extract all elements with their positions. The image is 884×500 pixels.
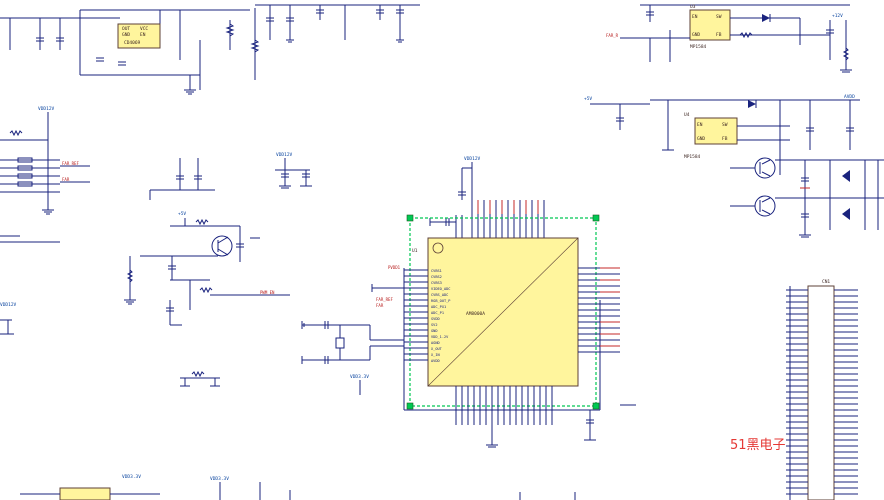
- mcu-pin-l13: X_OUT: [431, 347, 443, 351]
- power-label-5: VDD3.3V: [210, 476, 229, 482]
- power-label-6: VDD12V: [0, 302, 17, 308]
- power-label-8: +5V: [584, 96, 592, 102]
- net-label-6: FAR_R: [606, 33, 619, 38]
- crystal-y1: [301, 321, 404, 364]
- net-label-3: FAR_REF: [376, 297, 393, 302]
- section-transistor: +5V PWM_EN: [124, 158, 290, 326]
- section-top-right: EN SW GND FB MP1584 U3 +12V FAR_R: [606, 4, 852, 73]
- ic-mid-right-pin0: EN: [697, 122, 703, 128]
- power-label-10: AVDD: [844, 94, 855, 100]
- net-label-1: FAR: [62, 177, 70, 182]
- mcu-pin-l10: GND: [431, 329, 438, 333]
- mcu-pin-l9: SV2: [431, 323, 438, 327]
- section-mosfets: [730, 157, 884, 238]
- ic-mid-right: [694, 117, 738, 145]
- mcu-pin-l8: SVDD: [431, 317, 440, 321]
- ic-mid-right-pin1: SW: [722, 122, 728, 128]
- ic-top-right-pin3: GND: [692, 32, 700, 38]
- mcu-pin-l6: ADC_PX1: [431, 305, 446, 309]
- power-label-7: +5V: [178, 211, 186, 217]
- selection-handle-tl[interactable]: [406, 214, 414, 222]
- ic-mid-right-pin3: GND: [697, 136, 705, 142]
- mcu-left-pins: CVBS1 CVBS2 CVBS3 VIDEO_ADC CVBS_ADC RGB…: [431, 269, 450, 363]
- mosfet-q2: [754, 157, 776, 179]
- mcu-pin-l15: AVDD: [431, 359, 440, 363]
- mcu-pin-l11: VDD_1.2V: [431, 335, 449, 339]
- power-label-4: VDD3.3V: [122, 474, 141, 480]
- net-label-4: FAR: [376, 303, 384, 308]
- connector-ref: CN1: [822, 279, 830, 285]
- ic-mid-right-ref: U4: [684, 112, 690, 118]
- section-bottom-left: VDD3.3V VDD3.3V: [20, 370, 291, 500]
- ic-top-right: [689, 9, 731, 41]
- section-top-left: OUT GND VCC EN CD4069: [0, 4, 420, 95]
- ic-mid-right-pin2: FB: [722, 136, 728, 142]
- section-mid-right: +5V EN SW GND FB MP1584 U4 AVDD: [584, 94, 860, 175]
- mcu-block: VDD12V AM8000A: [301, 156, 636, 500]
- transistor-q1: [211, 235, 233, 257]
- ic-top-left: [117, 23, 161, 49]
- ic-top-right-pin0: EN: [692, 14, 698, 20]
- mcu-pin-l5: RGB_OUT_P: [431, 299, 450, 303]
- mcu-pin-l3: VIDEO_ADC: [431, 287, 450, 291]
- power-label-3: VDD3.3V: [350, 374, 369, 380]
- ic-mid-right-part: MP1584: [684, 154, 701, 160]
- power-label-1: VDD12V: [276, 152, 293, 158]
- ic-top-right-pin2: FB: [716, 32, 722, 38]
- selection-handle-br[interactable]: [592, 402, 600, 410]
- mcu-pin-l12: AGND: [431, 341, 440, 345]
- ic-top-left-pin3: EN: [140, 32, 146, 38]
- mcu-pin-l7: ADC_P1: [431, 311, 444, 315]
- net-label-2: PVDD1: [388, 265, 401, 270]
- mcu-ref: U1: [412, 248, 418, 254]
- connector-cn1: CN1: [786, 279, 858, 500]
- ic-top-left-part: CD4069: [124, 40, 141, 46]
- watermark: 51黑电子: [730, 438, 786, 453]
- section-cap-center: VDD12V: [275, 152, 312, 189]
- power-label-0: VDD12V: [38, 106, 55, 112]
- power-label-2: VDD12V: [464, 156, 481, 162]
- ic-top-right-pin1: SW: [716, 14, 722, 20]
- net-label-5: PWM_EN: [260, 290, 275, 295]
- selection-handle-bl[interactable]: [406, 402, 414, 410]
- mcu-pin-l14: X_IN: [431, 353, 440, 357]
- ic-top-left-pin0: OUT: [122, 26, 130, 32]
- mcu-pin-l4: CVBS_ADC: [431, 293, 448, 297]
- mosfet-q3: [754, 195, 776, 217]
- mcu-pin-l1: CVBS2: [431, 275, 442, 279]
- selection-handle-tr[interactable]: [592, 214, 600, 222]
- net-label-0: FAR_REF: [62, 161, 79, 166]
- mcu-part-label: AM8000A: [466, 311, 485, 317]
- section-left-far: VDD12V FAR_REF FAR VDD12V: [0, 106, 90, 335]
- ic-top-right-part: MP1584: [690, 44, 707, 50]
- power-label-9: +12V: [832, 13, 843, 19]
- ic-top-right-ref: U3: [690, 4, 696, 10]
- mcu-pin-l0: CVBS1: [431, 269, 442, 273]
- ic-top-left-pin2: VCC: [140, 26, 148, 32]
- ic-top-left-pin1: GND: [122, 32, 130, 38]
- mcu-pin-l2: CVBS3: [431, 281, 442, 285]
